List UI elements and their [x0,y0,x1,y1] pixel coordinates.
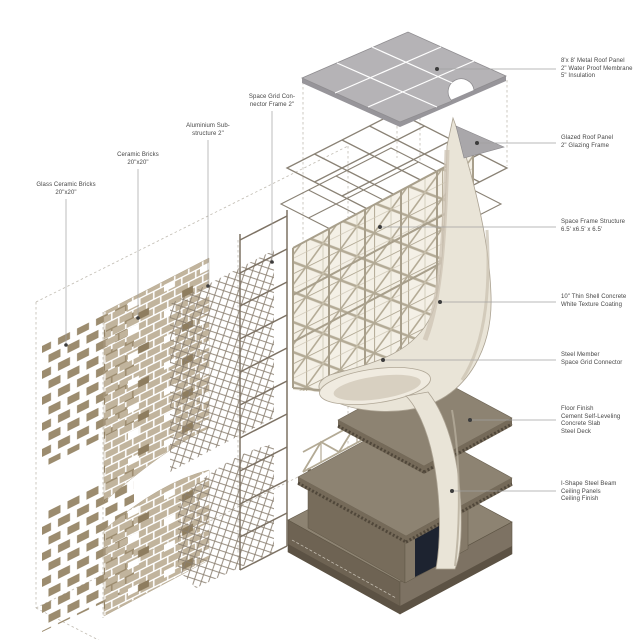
label-i-shape-steel-beam: I-Shape Steel Beam Ceiling Panels Ceilin… [561,481,640,504]
label-line: 10" Thin Shell Concrete [561,294,627,300]
label-line: Space Grid Connector [561,359,623,366]
label-line: I-Shape Steel Beam [561,481,617,487]
label-line: 20"x20" [127,159,149,166]
label-line: 5" Insulation [561,73,596,79]
label-line: nector Frame 2" [249,101,295,108]
label-line: 2" Glazing Frame [561,142,610,149]
label-thin-shell-concrete: 10" Thin Shell Concrete White Texture Co… [561,294,640,309]
right-leader-lines [380,68,556,492]
label-line: Glass Ceramic Bricks [36,182,96,188]
label-metal-roof-panel: 8'x 8' Metal Roof Panel 2" Water Proof M… [561,58,640,81]
label-line: 20"x20" [55,189,77,196]
left-leader-lines [65,111,273,345]
label-aluminium-substructure: Aluminium Sub- structure 2" [170,123,246,138]
label-line: Ceramic Bricks [117,152,159,158]
label-line: Aluminium Sub- [186,123,230,129]
label-line: 6.5' x6.5' x 6.5' [561,226,603,233]
label-line: Ceiling Panels [561,488,601,495]
label-line: Glazed Roof Panel [561,135,614,141]
left-leader-dots [64,260,274,347]
label-glazed-roof-panel: Glazed Roof Panel 2" Glazing Frame [561,135,640,150]
label-line: Steel Member [561,352,600,358]
shell-leg [405,391,462,570]
glazed-roof-wedge [455,125,505,159]
label-line: Space Frame Structure [561,219,626,225]
metal-roof-panel [301,31,507,127]
label-ceramic-bricks: Ceramic Bricks 20"x20" [100,152,176,167]
label-floor-finish: Floor Finish Cement Self-Leveling Concre… [561,406,640,436]
label-line: Concrete Slab [561,421,601,427]
right-leader-dots [378,67,479,493]
label-line: Floor Finish [561,406,594,412]
aluminium-mesh-layer [170,250,274,588]
label-space-frame-structure: Space Frame Structure 6.5' x6.5' x 6.5' [561,219,640,234]
label-line: Cement Self-Leveling [561,413,621,420]
label-line: Steel Deck [561,428,592,435]
label-line: Ceiling Finish [561,496,599,502]
space-grid-connector-frame-layer [239,210,288,571]
roof-projection-dashes [302,80,508,244]
label-space-grid-connector-frame: Space Grid Con- nector Frame 2" [234,94,310,109]
label-steel-member: Steel Member Space Grid Connector [561,352,640,367]
shell-bowl [319,367,431,405]
label-line: 2" Water Proof Membrane [561,65,633,72]
label-line: White Texture Coating [561,301,623,308]
label-line: 8'x 8' Metal Roof Panel [561,58,625,64]
label-glass-ceramic-bricks: Glass Ceramic Bricks 20"x20" [28,182,104,197]
label-line: structure 2" [192,130,224,137]
label-line: Space Grid Con- [248,94,296,100]
concrete-shell [318,116,505,570]
